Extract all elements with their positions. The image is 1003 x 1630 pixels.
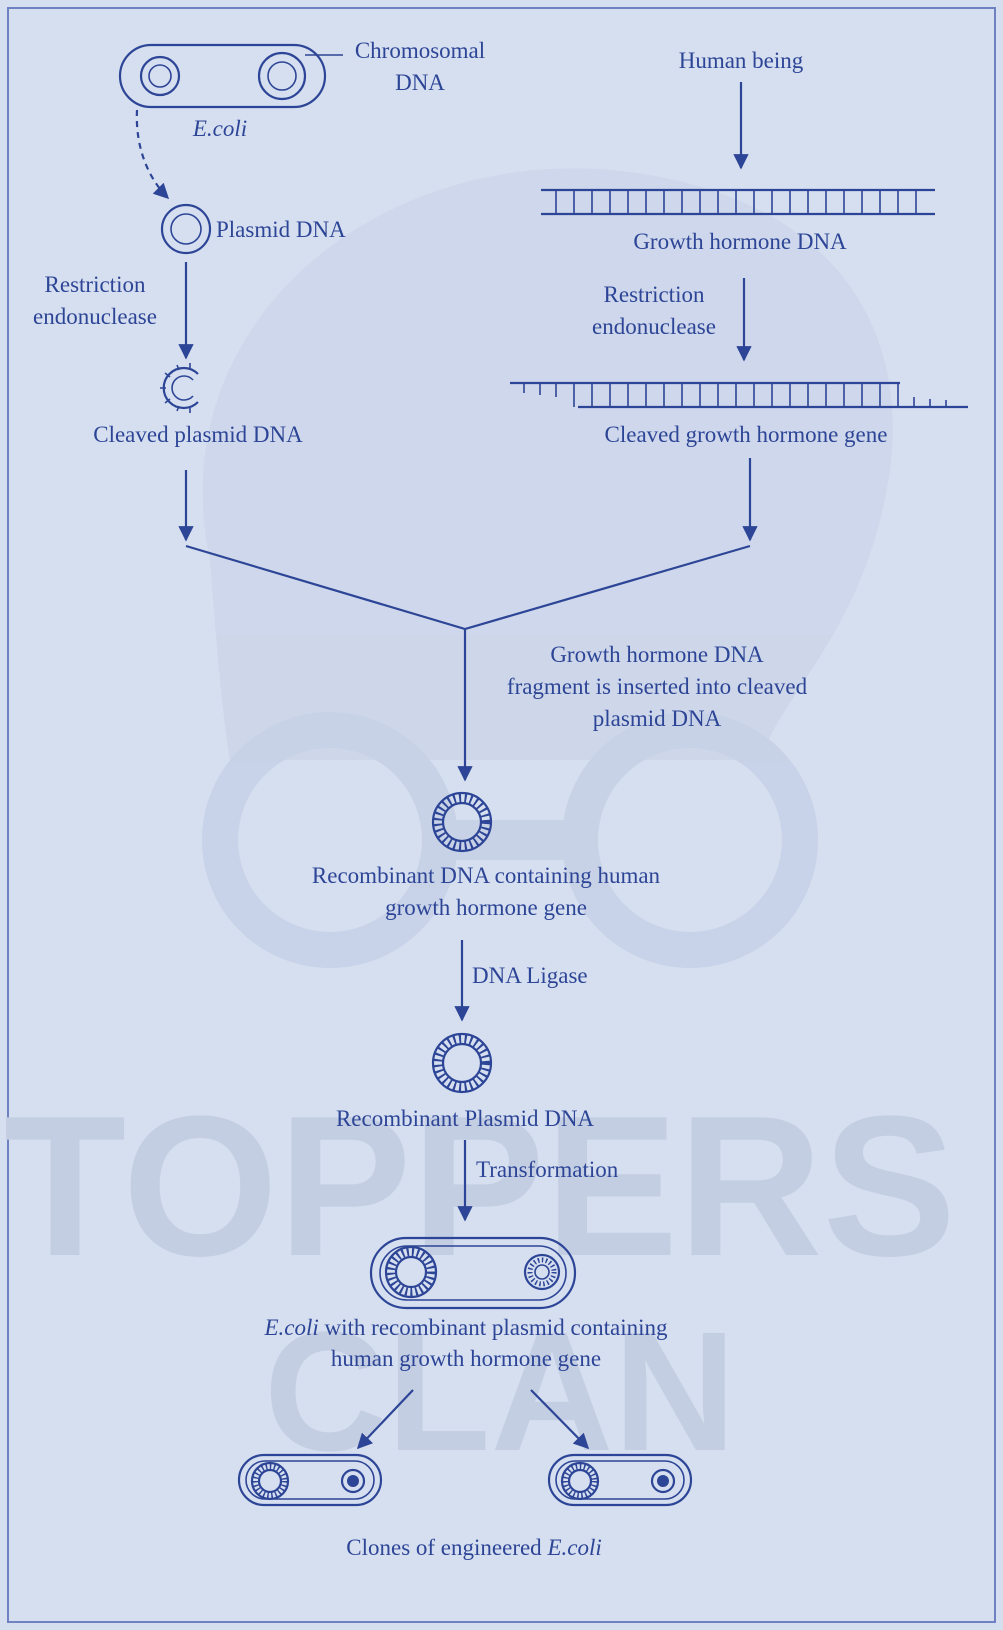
cleaved-plasmid-icon (160, 363, 199, 413)
plasmid-dna-label: Plasmid DNA (216, 217, 346, 242)
cleaved-gene-label: Cleaved growth hormone gene (605, 422, 888, 447)
clones-label: Clones of engineered E.coli (346, 1535, 601, 1560)
recombinant-plasmid-icon (431, 1032, 493, 1094)
clone-ecoli-right-icon (547, 1453, 693, 1507)
cleaved-plasmid-label: Cleaved plasmid DNA (93, 422, 303, 447)
plasmid-dna-icon (160, 203, 212, 255)
growth-hormone-dna-ladder-icon (541, 188, 935, 216)
ecoli-label: E.coli (192, 116, 247, 141)
transformation-label: Transformation (476, 1157, 619, 1182)
restriction-right-label-line2: endonuclease (592, 314, 716, 339)
insertion-label-line3: plasmid DNA (593, 706, 722, 731)
chromosomal-dna-label-line1: Chromosomal (355, 38, 485, 63)
watermark-logo (202, 168, 893, 968)
insertion-label-line2: fragment is inserted into cleaved (507, 674, 808, 699)
recombinant-dna-icon (431, 791, 493, 853)
clone-ecoli-left-icon (237, 1453, 383, 1507)
clone-right-arrow (530, 1389, 590, 1450)
dna-ligase-label: DNA Ligase (472, 963, 588, 988)
chromosomal-dna-label-line2: DNA (395, 70, 445, 95)
diagram-frame (7, 7, 996, 1623)
insertion-label-line1: Growth hormone DNA (550, 642, 764, 667)
watermark-text-toppers: TOPPERS (4, 1075, 956, 1298)
restriction-right-label-line1: Restriction (604, 282, 705, 307)
restriction-left-label-line2: endonuclease (33, 304, 157, 329)
recombinant-dna-label-line2: growth hormone gene (385, 895, 587, 920)
growth-hormone-dna-label: Growth hormone DNA (633, 229, 847, 254)
recombinant-plasmid-label: Recombinant Plasmid DNA (336, 1106, 594, 1131)
restriction-left-label-line1: Restriction (45, 272, 146, 297)
plasmid-extraction-arrow (135, 109, 170, 200)
human-being-label: Human being (679, 48, 804, 73)
cleaved-gene-ladder-icon (510, 381, 968, 409)
engineered-ecoli-label-line2: human growth hormone gene (331, 1346, 601, 1371)
ecoli-cell-icon (118, 43, 327, 109)
engineered-ecoli-icon (369, 1236, 577, 1310)
engineered-ecoli-label-line1: E.coli with recombinant plasmid containi… (263, 1315, 668, 1340)
clone-left-arrow (356, 1389, 414, 1450)
recombinant-dna-label-line1: Recombinant DNA containing human (312, 863, 661, 888)
